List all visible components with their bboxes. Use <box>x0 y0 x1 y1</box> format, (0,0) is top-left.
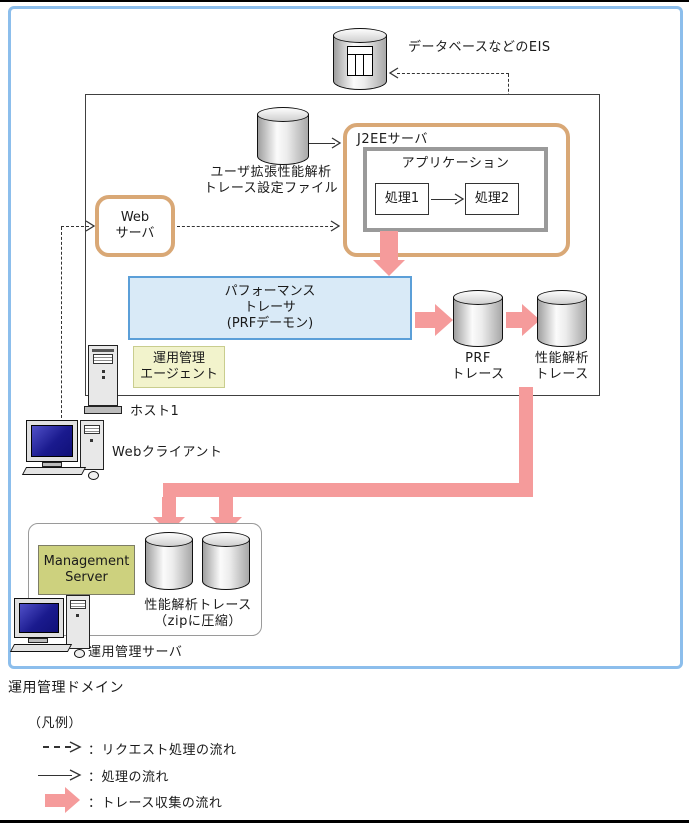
trace-flow-tracer-to-prf-shaft <box>415 312 435 328</box>
legend-process-flow-label: ：処理の流れ <box>88 770 170 785</box>
connector-client-web-horizontal <box>61 226 89 227</box>
legend-trace-flow-label: ：トレース収集の流れ <box>88 796 223 811</box>
connector-client-web-vertical <box>61 227 62 418</box>
trace-config-file-label: ユーザ拡張性能解析 トレース設定ファイル <box>203 165 339 196</box>
admin-server-tower-icon <box>66 595 90 649</box>
management-server-component: Management Server <box>38 545 135 595</box>
j2ee-server-label: J2EEサーバ <box>357 132 428 147</box>
domain-label: 運用管理ドメイン <box>8 680 124 696</box>
legend-pink-arrow-head <box>65 787 80 813</box>
trace-flow-collect-horizontal <box>163 483 533 497</box>
trace-flow-branch2-shaft <box>219 497 233 517</box>
connector-config-j2ee <box>309 143 335 144</box>
prf-trace-label: PRF トレース <box>451 351 505 382</box>
trace-flow-prf-to-perf-head <box>522 304 540 336</box>
figure-top-border <box>0 0 689 2</box>
arrowhead-right-icon <box>69 741 82 753</box>
legend-pink-arrow-shaft <box>45 794 65 807</box>
legend-title: （凡例） <box>28 716 83 731</box>
legend-solid-line <box>38 775 72 776</box>
admin-server-mouse-icon <box>74 649 85 658</box>
zip-trace-label: 性能解析トレース （zipに圧縮） <box>144 598 252 629</box>
perf-trace-label: 性能解析 トレース <box>534 351 589 382</box>
trace-flow-app-to-tracer-head <box>373 260 405 276</box>
process1-box: 処理1 <box>375 183 429 215</box>
web-server-box: Web サーバ <box>95 195 175 257</box>
application-label: アプリケーション <box>401 156 510 171</box>
arrowhead-right-icon <box>331 137 342 149</box>
admin-server-keyboard-icon <box>9 644 73 652</box>
trace-flow-tracer-to-prf-head <box>435 304 453 336</box>
process2-box: 処理2 <box>465 183 519 215</box>
server-tower-icon <box>88 345 118 406</box>
web-client-keyboard-icon <box>21 467 87 475</box>
table-grid-icon <box>347 46 373 76</box>
arrowhead-right-icon <box>330 220 341 232</box>
perf-trace-cylinder-icon <box>537 290 587 347</box>
trace-flow-branch1-shaft <box>162 497 176 517</box>
web-client-tower-icon <box>80 420 104 470</box>
arrowhead-left-icon <box>388 67 399 79</box>
admin-server-monitor-icon <box>14 598 64 638</box>
eis-database-icon <box>333 28 387 90</box>
web-client-label: Webクライアント <box>112 445 223 460</box>
web-client-monitor-icon <box>26 420 78 462</box>
management-agent-box: 運用管理 エージェント <box>133 346 225 388</box>
eis-label: データベースなどのEIS <box>408 40 551 55</box>
zip-trace-cylinder2-icon <box>202 532 250 590</box>
server-tower-base <box>84 406 122 414</box>
performance-tracer-box: パフォーマンス トレーサ (PRFデーモン) <box>128 276 412 340</box>
arrowhead-right-icon <box>454 193 465 205</box>
prf-trace-cylinder-icon <box>453 290 503 347</box>
web-client-mouse-icon <box>88 471 99 480</box>
arrowhead-right-icon <box>85 220 96 232</box>
legend-request-flow-label: ：リクエスト処理の流れ <box>88 743 237 758</box>
host1-label: ホスト1 <box>130 404 180 419</box>
legend-dashed-line <box>43 746 71 748</box>
arrowhead-right-icon <box>69 769 82 781</box>
admin-server-label: 運用管理サーバ <box>88 645 183 660</box>
zip-trace-cylinder1-icon <box>145 532 193 590</box>
trace-flow-prf-to-perf-shaft <box>506 312 522 328</box>
trace-flow-app-to-tracer-shaft <box>380 231 398 260</box>
web-client-stand <box>42 462 62 467</box>
admin-server-stand <box>28 638 48 643</box>
connector-web-j2ee <box>177 226 333 227</box>
trace-flow-collect-vertical <box>519 387 533 497</box>
figure-bottom-border <box>0 820 689 823</box>
connector-process1-process2 <box>431 199 457 200</box>
connector-j2ee-eis-horizontal <box>397 73 509 74</box>
trace-config-file-icon <box>257 107 309 165</box>
